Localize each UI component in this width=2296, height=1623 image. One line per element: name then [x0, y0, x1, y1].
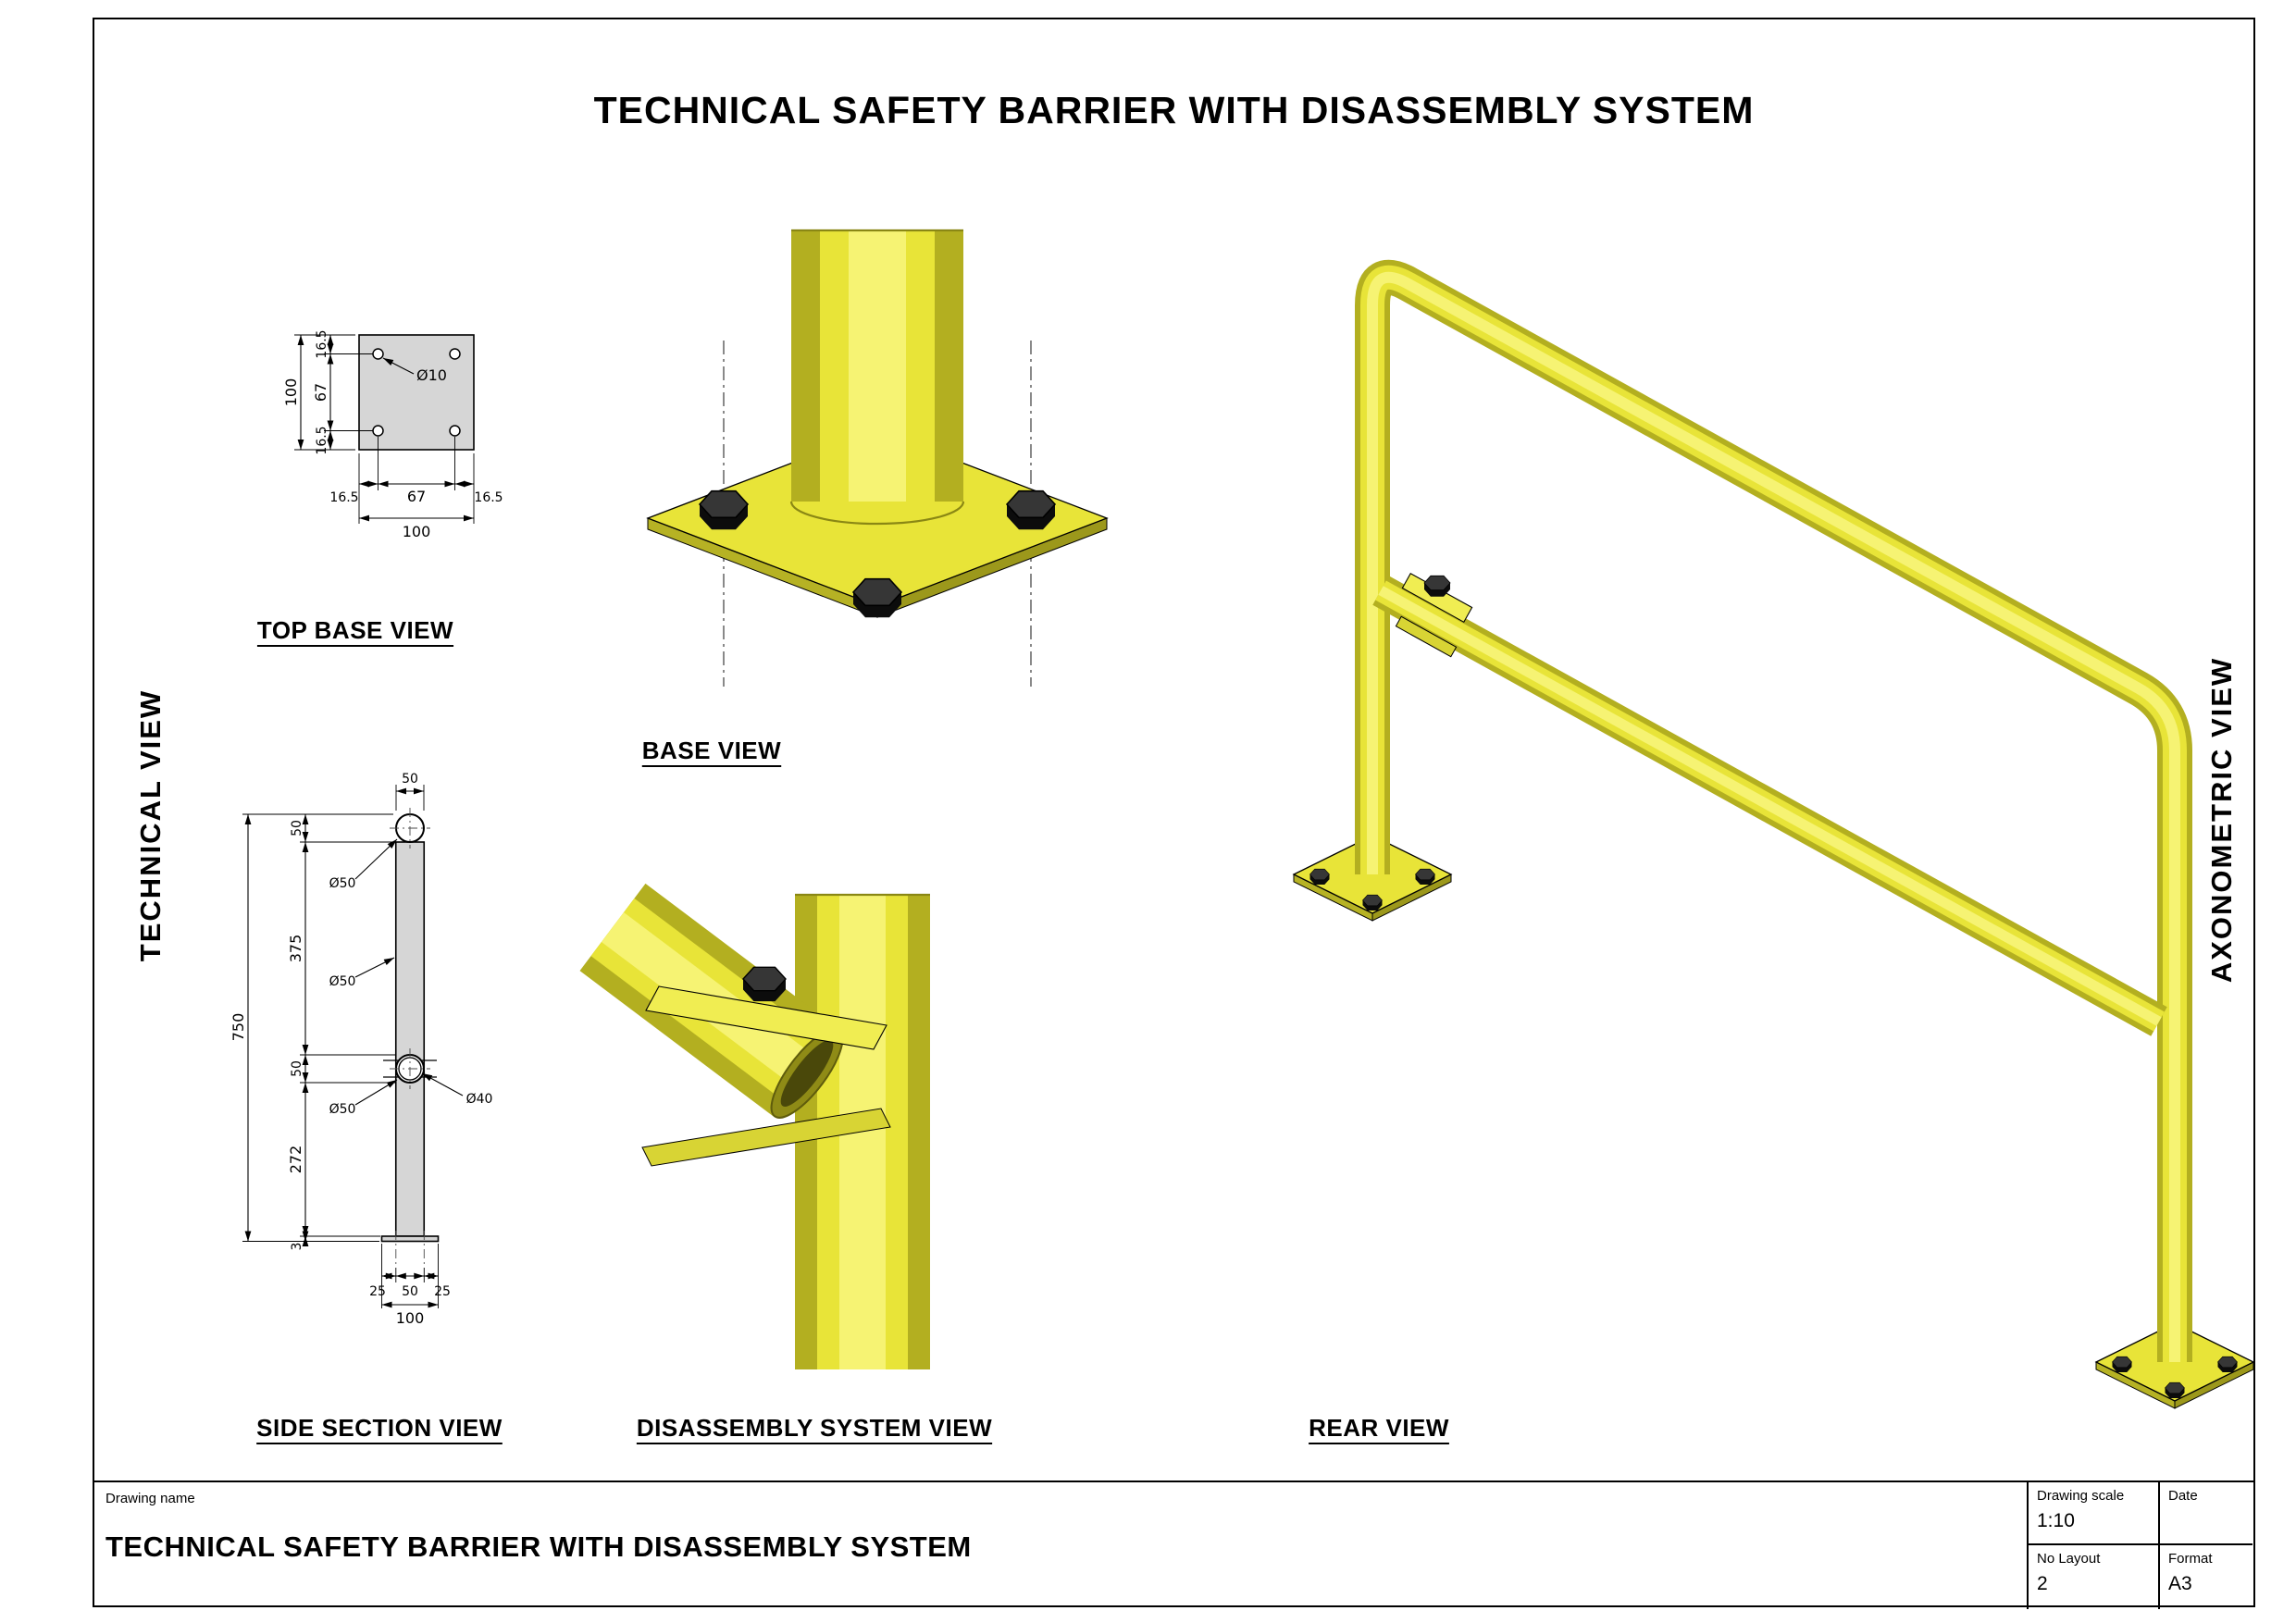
- scale-label: Drawing scale: [2037, 1488, 2125, 1504]
- format-value: A3: [2168, 1573, 2192, 1594]
- layout-label: No Layout: [2037, 1551, 2101, 1567]
- dim-label: 16.5: [329, 490, 358, 505]
- post-section: [394, 841, 426, 1237]
- date-cell: Date: [2158, 1482, 2253, 1545]
- dim-label: 67: [312, 383, 329, 402]
- rail-clamp-upper-plate: [1401, 572, 1473, 624]
- dim-label: 50: [402, 772, 418, 787]
- title-block: Drawing name TECHNICAL SAFETY BARRIER WI…: [93, 1481, 2255, 1609]
- disassembly-view-drawing: [579, 883, 930, 1369]
- dim-label: 50: [402, 1284, 418, 1299]
- axonometric-view-drawing: [1292, 259, 2255, 1409]
- dim-label: 272: [287, 1146, 304, 1174]
- dim-label: 50: [290, 1060, 304, 1077]
- page-title: TECHNICAL SAFETY BARRIER WITH DISASSEMBL…: [593, 89, 1755, 131]
- dim-label: Ø40: [466, 1092, 493, 1107]
- base-plate-section: [380, 1235, 440, 1243]
- dim-label: 375: [287, 935, 304, 963]
- dim-label: 67: [407, 488, 426, 505]
- dim-label: 100: [282, 378, 300, 407]
- left-base-plate: [1292, 835, 1453, 922]
- sheet-frame: [93, 18, 2255, 1607]
- format-cell: Format A3: [2158, 1545, 2253, 1609]
- pipe-end-hollow: [780, 1040, 834, 1107]
- dim-label: 750: [230, 1013, 247, 1042]
- bolt-hole: [449, 348, 461, 360]
- dim-label: 16.5: [315, 426, 329, 454]
- dim-label: 3: [290, 1243, 304, 1251]
- scale-cell: Drawing scale 1:10: [2027, 1482, 2158, 1545]
- view-label-side-section: SIDE SECTION VIEW: [256, 1414, 503, 1442]
- dim-label: 100: [403, 523, 431, 540]
- drawing-name-value: TECHNICAL SAFETY BARRIER WITH DISASSEMBL…: [105, 1530, 972, 1563]
- date-label: Date: [2168, 1488, 2198, 1504]
- dim-label: 16.5: [315, 329, 329, 358]
- bolt-centerlines: [723, 341, 1032, 687]
- dim-label: Ø10: [416, 366, 447, 384]
- anchor-centerlines: [395, 1231, 425, 1266]
- cylinder-base-rim: [789, 501, 965, 526]
- layout-value: 2: [2037, 1573, 2048, 1594]
- top-base-view-drawing: 100 16.5 67 16.5 Ø10 16.5 67 16.5 100: [282, 329, 503, 540]
- clamp-lower-plate: [641, 1108, 891, 1167]
- dim-label: 25: [369, 1284, 386, 1299]
- dim-label: 16.5: [474, 490, 503, 505]
- view-label-rear: REAR VIEW: [1309, 1414, 1449, 1442]
- side-section-view-drawing: 50 750 50 375 50 272 3: [230, 772, 492, 1327]
- dim-label: Ø50: [329, 1102, 356, 1117]
- scale-value: 1:10: [2037, 1510, 2075, 1531]
- drawing-name-label: Drawing name: [105, 1491, 195, 1506]
- view-label-disassembly: DISASSEMBLY SYSTEM VIEW: [636, 1414, 993, 1442]
- format-label: Format: [2168, 1551, 2213, 1567]
- base-view-drawing: [646, 229, 1109, 687]
- dim-label: 50: [290, 820, 304, 836]
- rail-clamp-lower-plate: [1395, 615, 1458, 658]
- dim-label: Ø50: [329, 876, 356, 891]
- dim-label: 25: [434, 1284, 451, 1299]
- bolt-hole: [449, 425, 461, 437]
- view-label-base: BASE VIEW: [641, 737, 782, 764]
- view-label-top-base: TOP BASE VIEW: [256, 616, 454, 644]
- title-block-name-cell: Drawing name TECHNICAL SAFETY BARRIER WI…: [93, 1482, 2027, 1609]
- dim-label: 100: [396, 1309, 425, 1327]
- layout-cell: No Layout 2: [2027, 1545, 2158, 1609]
- title-block-grid: Drawing scale 1:10 Date No Layout 2 Form…: [2027, 1482, 2253, 1609]
- clamp-upper-plate: [645, 985, 887, 1050]
- dim-label: Ø50: [329, 974, 356, 989]
